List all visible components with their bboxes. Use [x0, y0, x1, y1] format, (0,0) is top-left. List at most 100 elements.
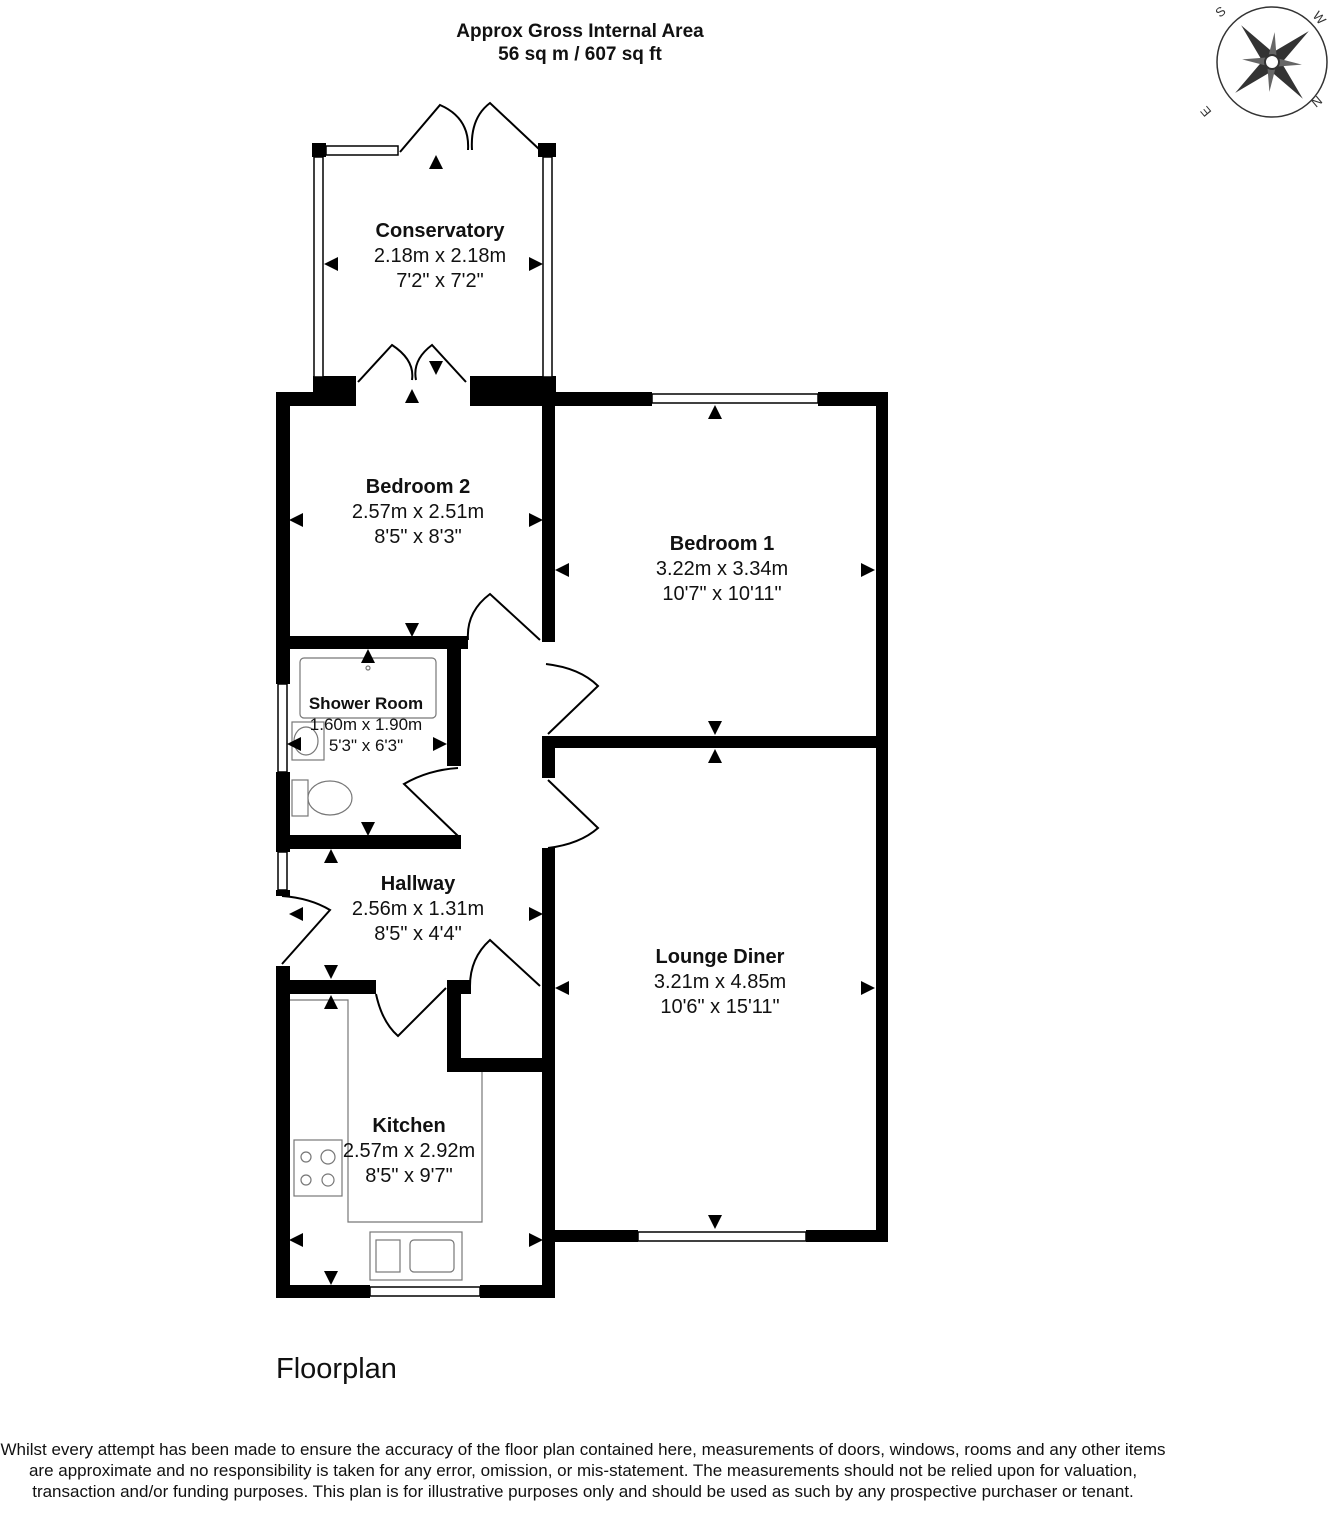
- compass-center: [1264, 54, 1280, 70]
- room-imperial: 8'5" x 8'3": [374, 526, 462, 548]
- wall: [447, 636, 461, 766]
- wall: [276, 980, 376, 994]
- hob-ring: [300, 1151, 312, 1163]
- gross-area-header: Approx Gross Internal Area 56 sq m / 607…: [380, 20, 780, 66]
- door: [545, 663, 600, 735]
- room-name: Bedroom 1: [669, 533, 775, 555]
- dimension-arrow: [529, 513, 543, 527]
- room-name: Lounge Diner: [655, 946, 785, 968]
- dimension-arrow: [529, 1233, 543, 1247]
- wall: [542, 994, 555, 1064]
- room-imperial: 8'5" x 4'4": [374, 923, 462, 945]
- wall: [447, 980, 461, 1072]
- dimension-arrow: [289, 1233, 303, 1247]
- dimension-arrow: [405, 389, 419, 403]
- wall: [480, 1285, 555, 1298]
- compass-letter-n: N: [1308, 93, 1325, 111]
- room-name: Conservatory: [375, 220, 505, 242]
- sink-drainer: [375, 1239, 401, 1273]
- door: [547, 779, 600, 849]
- wall: [818, 392, 888, 406]
- fixtures: [290, 657, 483, 1281]
- dimension-arrow: [289, 907, 303, 921]
- door: [402, 767, 459, 837]
- wall: [276, 392, 290, 654]
- hob-ring: [300, 1174, 312, 1186]
- room-lounge-diner: Lounge Diner 3.21m x 4.85m 10'6" x 15'11…: [620, 945, 820, 1020]
- window: [542, 156, 553, 378]
- compass-ring: [1216, 6, 1328, 118]
- door: [414, 343, 467, 383]
- room-metric: 2.56m x 1.31m: [351, 898, 485, 920]
- dimension-arrow: [429, 361, 443, 375]
- room-name: Shower Room: [308, 694, 424, 713]
- door: [357, 343, 414, 383]
- wall: [806, 1230, 888, 1242]
- dimension-arrow: [324, 257, 338, 271]
- compass-letter-s: S: [1212, 3, 1229, 20]
- room-imperial: 5'3" x 6'3": [328, 736, 404, 755]
- toilet-bowl: [307, 780, 353, 816]
- room-shower: Shower Room 1.60m x 1.90m 5'3" x 6'3": [296, 693, 436, 756]
- room-metric: 2.57m x 2.51m: [351, 501, 485, 523]
- wall: [542, 736, 555, 778]
- dimension-arrow: [287, 737, 301, 751]
- compass-icon: S W E N: [1197, 3, 1330, 120]
- dimension-arrow: [361, 649, 375, 663]
- window: [637, 1231, 807, 1242]
- dimension-arrow: [708, 749, 722, 763]
- dimension-arrow: [324, 995, 338, 1009]
- room-metric: 2.57m x 2.92m: [342, 1140, 476, 1162]
- room-bedroom-1: Bedroom 1 3.22m x 3.34m 10'7" x 10'11": [622, 532, 822, 607]
- dimension-arrow: [708, 405, 722, 419]
- dimension-arrow: [555, 563, 569, 577]
- window: [277, 683, 288, 773]
- door: [399, 103, 470, 153]
- gross-area-value: 56 sq m / 607 sq ft: [498, 44, 662, 65]
- dimension-arrows: [287, 155, 875, 1285]
- sink-bowl: [409, 1239, 455, 1273]
- wall: [276, 890, 290, 896]
- dimension-arrow: [861, 563, 875, 577]
- room-imperial: 10'6" x 15'11": [660, 996, 780, 1018]
- room-bedroom-2: Bedroom 2 2.57m x 2.51m 8'5" x 8'3": [318, 475, 518, 550]
- wall: [542, 1058, 555, 1298]
- dimension-arrow: [708, 721, 722, 735]
- toilet-cistern: [291, 779, 309, 817]
- floor-label: Floorplan: [276, 1353, 397, 1385]
- dimension-arrow: [433, 737, 447, 751]
- room-name: Kitchen: [372, 1115, 446, 1137]
- room-imperial: 7'2" x 7'2": [396, 270, 484, 292]
- window: [369, 1286, 481, 1297]
- room-imperial: 10'7" x 10'11": [662, 583, 782, 605]
- room-kitchen: Kitchen 2.57m x 2.92m 8'5" x 9'7": [309, 1114, 509, 1189]
- wall: [876, 392, 888, 1242]
- dimension-arrow: [405, 623, 419, 637]
- room-name: Bedroom 2: [365, 476, 471, 498]
- wall: [276, 640, 290, 684]
- wall: [312, 143, 326, 157]
- dimension-arrow: [708, 1215, 722, 1229]
- dimension-arrow: [529, 257, 543, 271]
- door: [469, 938, 541, 987]
- door: [470, 101, 541, 151]
- wall: [447, 1058, 555, 1072]
- window: [313, 156, 324, 378]
- gross-area-title: Approx Gross Internal Area: [456, 21, 704, 42]
- hob: [293, 1139, 343, 1197]
- wall: [276, 835, 461, 849]
- dimension-arrow: [324, 965, 338, 979]
- window: [277, 851, 288, 891]
- shower-drain: [365, 665, 371, 671]
- room-conservatory: Conservatory 2.18m x 2.18m 7'2" x 7'2": [340, 219, 540, 294]
- doors: [281, 101, 600, 1038]
- wall: [542, 1230, 638, 1242]
- wall: [276, 636, 468, 649]
- wall: [538, 143, 556, 157]
- dimension-arrow: [529, 907, 543, 921]
- dimension-arrow: [429, 155, 443, 169]
- windows: [277, 145, 819, 1297]
- room-metric: 2.18m x 2.18m: [373, 245, 507, 267]
- dimension-arrow: [361, 822, 375, 836]
- room-metric: 3.21m x 4.85m: [653, 971, 787, 993]
